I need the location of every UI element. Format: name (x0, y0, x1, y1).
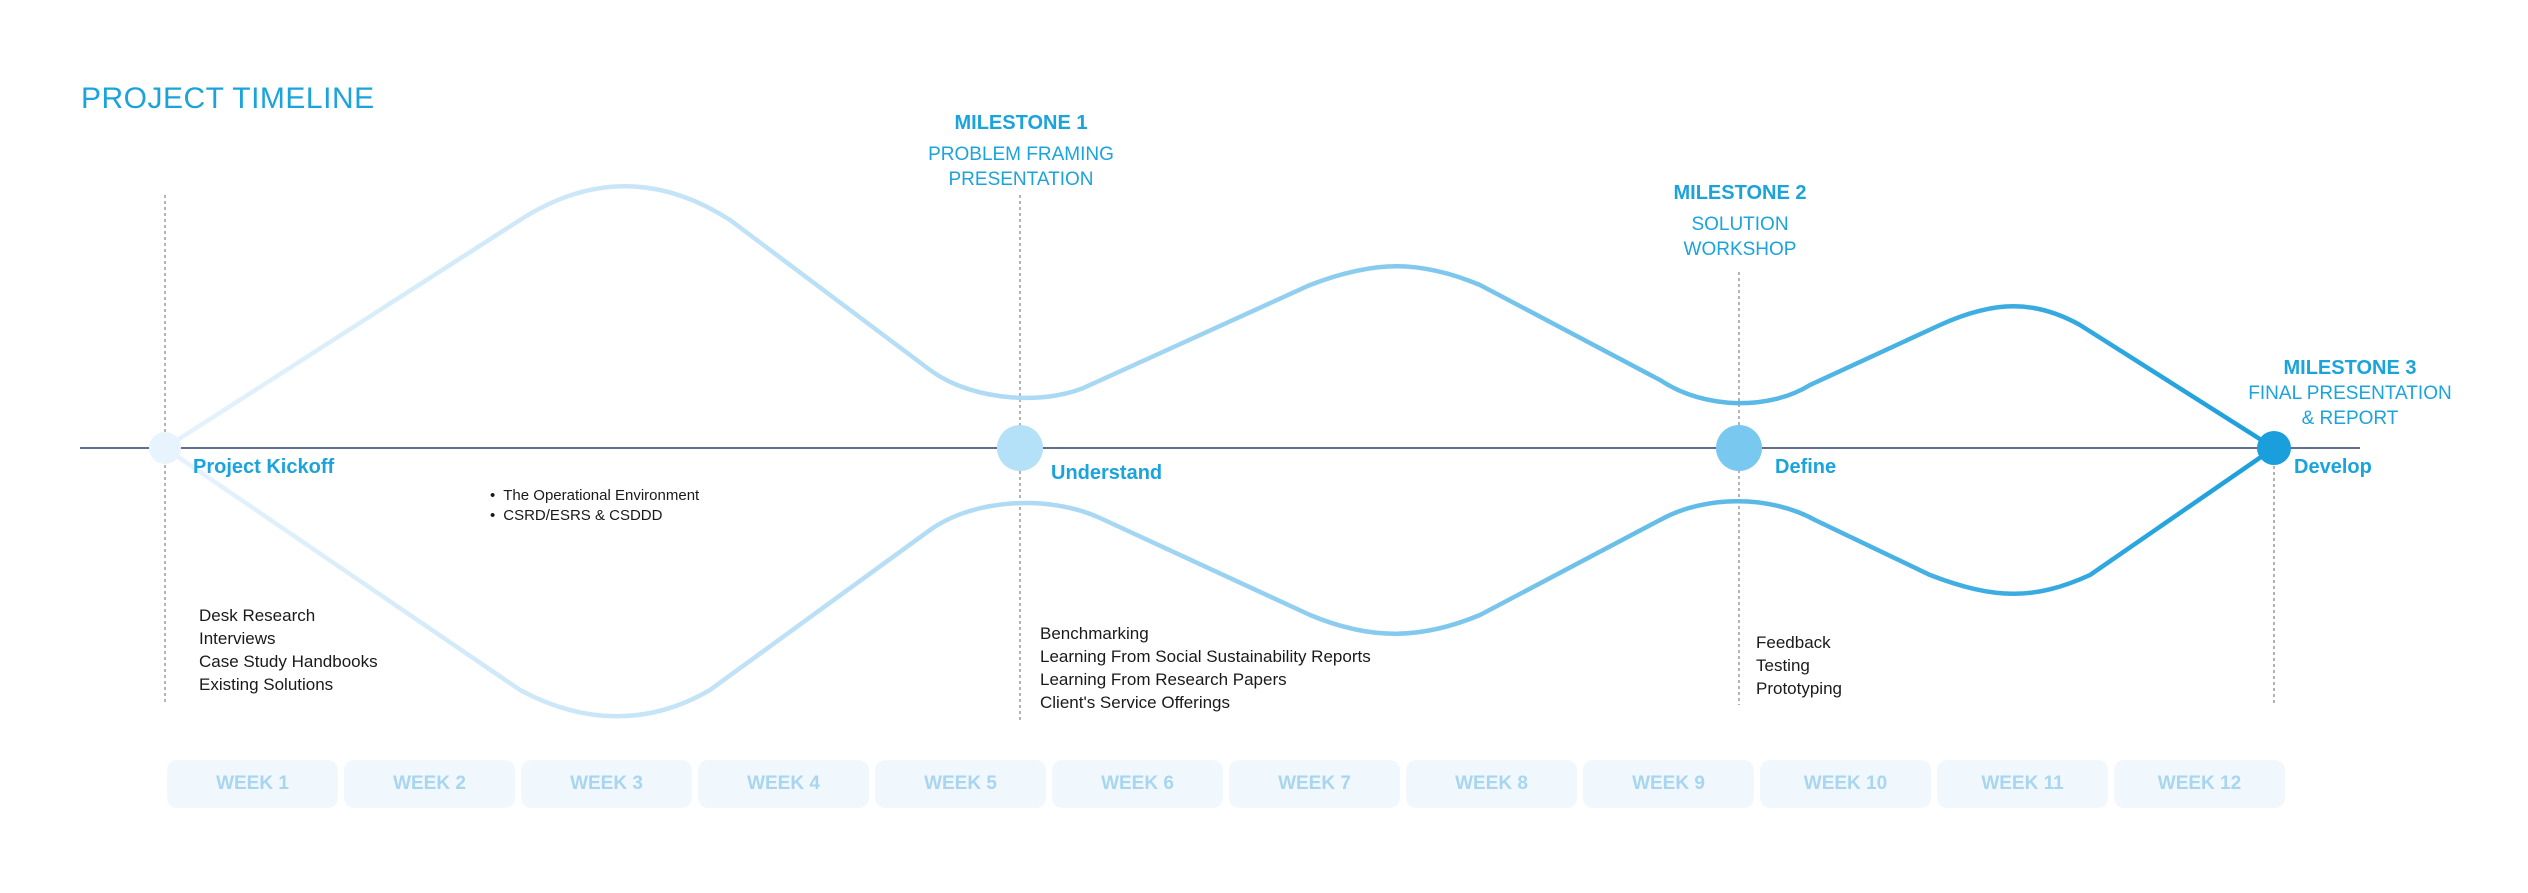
node-define (1716, 425, 1762, 471)
list-item: Prototyping (1756, 679, 1842, 698)
milestone-1-heading: MILESTONE 1 (954, 112, 1088, 134)
list-item: Client's Service Offerings (1040, 693, 1231, 712)
week-bar: WEEK 1 WEEK 2 WEEK 3 WEEK 4 WEEK 5 WEEK … (167, 760, 2285, 808)
list-item: Learning From Social Sustainability Repo… (1040, 647, 1371, 666)
node-develop (2257, 431, 2291, 465)
list-item: Interviews (199, 629, 276, 648)
milestone-3-line-1: FINAL PRESENTATION (2248, 383, 2452, 404)
week-cell-10: WEEK 10 (1760, 760, 1931, 808)
week-cell-2: WEEK 2 (344, 760, 515, 808)
milestone-3-heading: MILESTONE 3 (2283, 357, 2417, 379)
kickoff-activities-list: Desk Research Interviews Case Study Hand… (199, 604, 378, 696)
phase-label-kickoff: Project Kickoff (193, 456, 335, 478)
milestone-2-heading: MILESTONE 2 (1673, 182, 1807, 204)
milestone-2: MILESTONE 2 SOLUTION WORKSHOP (1674, 180, 1807, 262)
week-cell-3: WEEK 3 (521, 760, 692, 808)
week-cell-5: WEEK 5 (875, 760, 1046, 808)
week-cell-8: WEEK 8 (1406, 760, 1577, 808)
list-item: CSRD/ESRS & CSDDD (490, 506, 699, 526)
milestone-3-line-2: & REPORT (2301, 408, 2399, 429)
list-item: Feedback (1756, 633, 1831, 652)
milestone-1-line-1: PROBLEM FRAMING (928, 144, 1114, 165)
lower-wave (162, 445, 2277, 719)
kickoff-topics-list: The Operational Environment CSRD/ESRS & … (490, 486, 699, 526)
define-activities-list: Feedback Testing Prototyping (1756, 631, 1842, 700)
week-cell-12: WEEK 12 (2114, 760, 2285, 808)
list-item: Desk Research (199, 606, 316, 625)
week-cell-11: WEEK 11 (1937, 760, 2108, 808)
page-title: PROJECT TIMELINE (81, 82, 375, 115)
list-item: Case Study Handbooks (199, 652, 378, 671)
milestone-1-line-2: PRESENTATION (948, 169, 1094, 190)
week-cell-6: WEEK 6 (1052, 760, 1223, 808)
understand-activities-list: Benchmarking Learning From Social Sustai… (1040, 622, 1371, 714)
milestone-1: MILESTONE 1 PROBLEM FRAMING PRESENTATION (928, 110, 1114, 192)
list-item: Benchmarking (1040, 624, 1149, 643)
week-cell-7: WEEK 7 (1229, 760, 1400, 808)
week-cell-9: WEEK 9 (1583, 760, 1754, 808)
node-kickoff (149, 432, 181, 464)
list-item: Learning From Research Papers (1040, 670, 1287, 689)
phase-label-develop: Develop (2294, 456, 2372, 478)
milestone-2-line-1: SOLUTION (1691, 214, 1789, 235)
node-understand (997, 425, 1043, 471)
week-cell-4: WEEK 4 (698, 760, 869, 808)
week-cell-1: WEEK 1 (167, 760, 338, 808)
list-item: Testing (1756, 656, 1810, 675)
list-item: Existing Solutions (199, 675, 334, 694)
milestone-3: MILESTONE 3 FINAL PRESENTATION & REPORT (2248, 355, 2451, 431)
milestone-2-line-2: WORKSHOP (1683, 239, 1797, 260)
upper-wave (162, 184, 2277, 451)
phase-label-understand: Understand (1051, 462, 1163, 484)
phase-label-define: Define (1775, 456, 1837, 478)
list-item: The Operational Environment (490, 486, 699, 506)
